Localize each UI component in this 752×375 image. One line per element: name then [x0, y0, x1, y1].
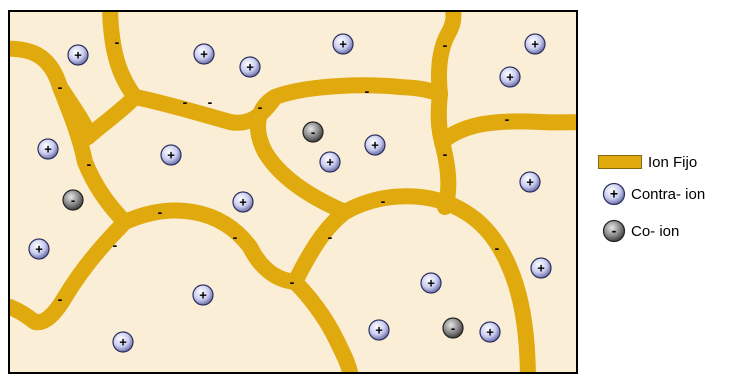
fixed-charge-label: - — [443, 37, 448, 53]
fixed-ion-band — [60, 87, 275, 137]
legend-label-counter-ion: Contra- ion — [631, 186, 705, 203]
fixed-charge-label: - — [505, 111, 510, 127]
co-ion: - — [63, 190, 83, 210]
counter-ion-symbol: + — [199, 288, 207, 303]
fixed-charge-label: - — [113, 237, 118, 253]
counter-ion: + — [320, 152, 340, 172]
counter-ion: + — [161, 145, 181, 165]
counter-ion: + — [193, 285, 213, 305]
counter-ion-symbol: + — [326, 155, 334, 170]
fixed-charge-label: - — [328, 229, 333, 245]
counter-ion: + — [369, 320, 389, 340]
counter-ion-symbol: + — [119, 335, 127, 350]
fixed-charge-label: - — [381, 193, 386, 209]
counter-ion: + — [421, 273, 441, 293]
counter-ion-symbol: + — [167, 148, 175, 163]
counter-ion-symbol: + — [35, 242, 43, 257]
counter-ion: + — [480, 322, 500, 342]
counter-ion-symbol: + — [239, 195, 247, 210]
co-ion: - — [303, 122, 323, 142]
fixed-charge-label: - — [258, 99, 263, 115]
fixed-charge-label: - — [443, 146, 448, 162]
fixed-ion-band — [439, 12, 454, 94]
fixed-charge-label: - — [58, 291, 63, 307]
counter-ion: + — [500, 67, 520, 87]
counter-ion: + — [365, 135, 385, 155]
fixed-charge-label: - — [183, 94, 188, 110]
counter-ion-symbol: + — [371, 138, 379, 153]
counter-ion: + — [531, 258, 551, 278]
fixed-charge-label: - — [208, 94, 213, 110]
counter-ion: + — [520, 172, 540, 192]
fixed-ion-band — [295, 282, 352, 372]
co-ion-symbol: - — [612, 223, 617, 239]
counter-ion-symbol: + — [506, 70, 514, 85]
counter-ion-symbol: + — [526, 175, 534, 190]
counter-ion-symbol: + — [610, 186, 618, 202]
legend-item-counter-ion: + Contra- ion — [598, 182, 748, 206]
co-ion: - — [443, 318, 463, 338]
fixed-charge-label: - — [233, 229, 238, 245]
counter-ion: + — [68, 45, 88, 65]
fixed-charge-label: - — [290, 274, 295, 290]
counter-ion-symbol: + — [246, 60, 254, 75]
counter-ion-symbol: + — [427, 276, 435, 291]
counter-ion-symbol: + — [537, 261, 545, 276]
fixed-ion-swatch — [598, 155, 642, 169]
fixed-charge-label: - — [115, 34, 120, 50]
counter-ion: + — [38, 139, 58, 159]
fixed-ion-bands — [10, 12, 576, 372]
counter-ion: + — [113, 332, 133, 352]
counter-ion: + — [29, 239, 49, 259]
fixed-charge-label: - — [365, 83, 370, 99]
co-ion-symbol: - — [451, 321, 455, 336]
fixed-charge-label: - — [87, 156, 92, 172]
counter-ion-symbol: + — [375, 323, 383, 338]
legend-item-fixed-ion: Ion Fijo — [598, 150, 748, 174]
legend-label-co-ion: Co- ion — [631, 223, 679, 240]
fixed-ion-band — [10, 222, 125, 322]
counter-ion: + — [240, 57, 260, 77]
diagram-canvas: ------------------ +++++++++++++++++++--… — [10, 12, 576, 372]
fixed-charge-label: - — [495, 240, 500, 256]
co-ion-icon: - — [602, 219, 626, 243]
legend: Ion Fijo + Contra- ion - Co- ion — [598, 150, 748, 256]
fixed-ion-band — [110, 12, 135, 97]
fixed-charge-label: - — [58, 79, 63, 95]
counter-ion: + — [333, 34, 353, 54]
counter-ion-symbol: + — [531, 37, 539, 52]
fixed-ion-band — [125, 211, 295, 282]
counter-ion: + — [194, 44, 214, 64]
counter-ion: + — [233, 192, 253, 212]
counter-ion-icon: + — [602, 182, 626, 206]
counter-ion-symbol: + — [44, 142, 52, 157]
co-ion-symbol: - — [311, 125, 315, 140]
legend-item-co-ion: - Co- ion — [598, 219, 748, 243]
fixed-ion-band — [295, 196, 528, 372]
counter-ion-symbol: + — [339, 37, 347, 52]
counter-ion-symbol: + — [486, 325, 494, 340]
ion-exchange-diagram: ------------------ +++++++++++++++++++--… — [8, 10, 578, 374]
co-ion-symbol: - — [71, 193, 75, 208]
counter-ion: + — [525, 34, 545, 54]
legend-label-fixed-ion: Ion Fijo — [648, 154, 697, 171]
counter-ion-symbol: + — [74, 48, 82, 63]
counter-ion-symbol: + — [200, 47, 208, 62]
fixed-charge-label: - — [158, 204, 163, 220]
